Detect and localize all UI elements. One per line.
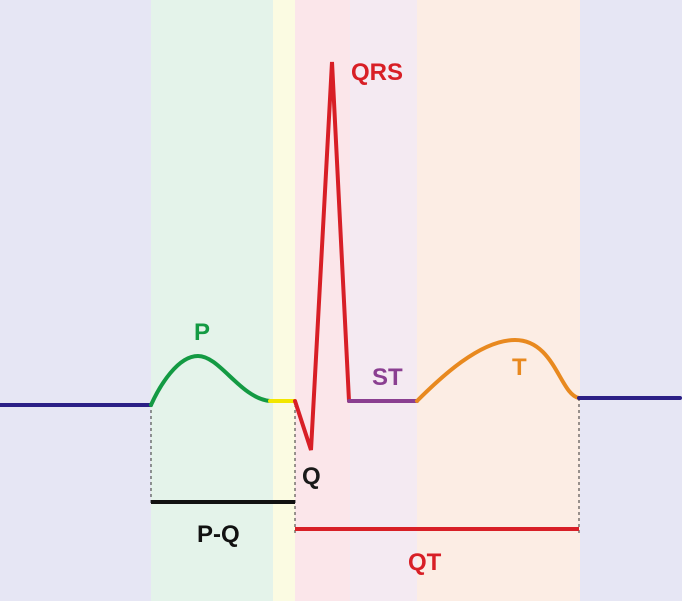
band-qrs — [295, 0, 350, 601]
st-label: ST — [372, 364, 403, 391]
band-pq-segment — [273, 0, 295, 601]
t-wave — [415, 337, 581, 403]
p-wave-label: P — [194, 319, 210, 346]
q-label: Q — [302, 463, 321, 490]
band-before-p — [0, 0, 151, 601]
band-st — [350, 0, 417, 601]
band-after-t — [580, 0, 682, 601]
p-wave — [149, 353, 272, 407]
band-t-wave — [417, 0, 580, 601]
qt-interval-label: QT — [408, 549, 442, 576]
t-wave-label: T — [512, 354, 527, 381]
band-p-wave — [151, 0, 273, 601]
qrs-label: QRS — [351, 59, 403, 86]
pq-interval-label: P-Q — [197, 521, 240, 548]
qrs-complex — [293, 61, 351, 451]
